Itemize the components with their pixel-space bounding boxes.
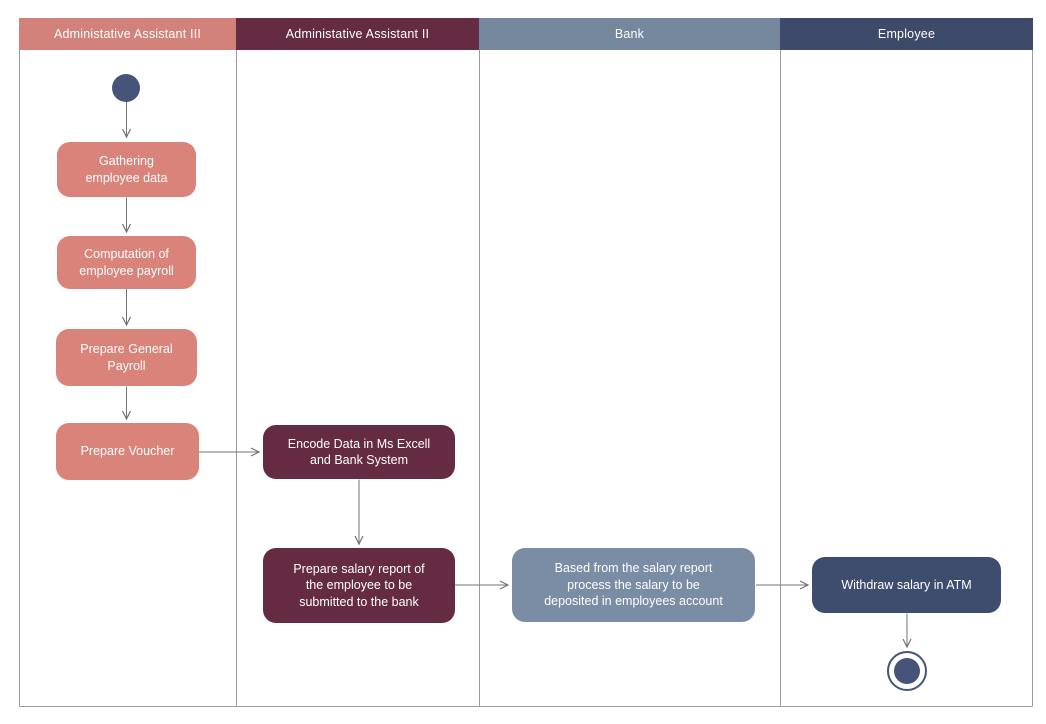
lane-header-administative-assistant-2: Administative Assistant II — [236, 18, 479, 50]
activity-prepare-general-payroll: Prepare General Payroll — [56, 329, 197, 386]
activity-process-salary-deposit: Based from the salary report process the… — [512, 548, 755, 622]
lane-header-employee: Employee — [780, 18, 1033, 50]
activity-prepare-voucher: Prepare Voucher — [56, 423, 199, 480]
lane-header-bank: Bank — [479, 18, 780, 50]
final-node — [887, 651, 927, 691]
lane-header-administative-assistant-3: Administative Assistant III — [19, 18, 236, 50]
swimlane-frame — [19, 50, 1033, 707]
activity-computation-of-employee-payroll: Computation of employee payroll — [57, 236, 196, 289]
activity-withdraw-salary-in-atm: Withdraw salary in ATM — [812, 557, 1001, 613]
activity-encode-data-in-ms-excell: Encode Data in Ms Excell and Bank System — [263, 425, 455, 479]
activity-gathering-employee-data: Gathering employee data — [57, 142, 196, 197]
connectors — [121, 102, 912, 649]
initial-node — [112, 74, 140, 102]
final-node-core — [894, 658, 920, 684]
activity-prepare-salary-report: Prepare salary report of the employee to… — [263, 548, 455, 623]
